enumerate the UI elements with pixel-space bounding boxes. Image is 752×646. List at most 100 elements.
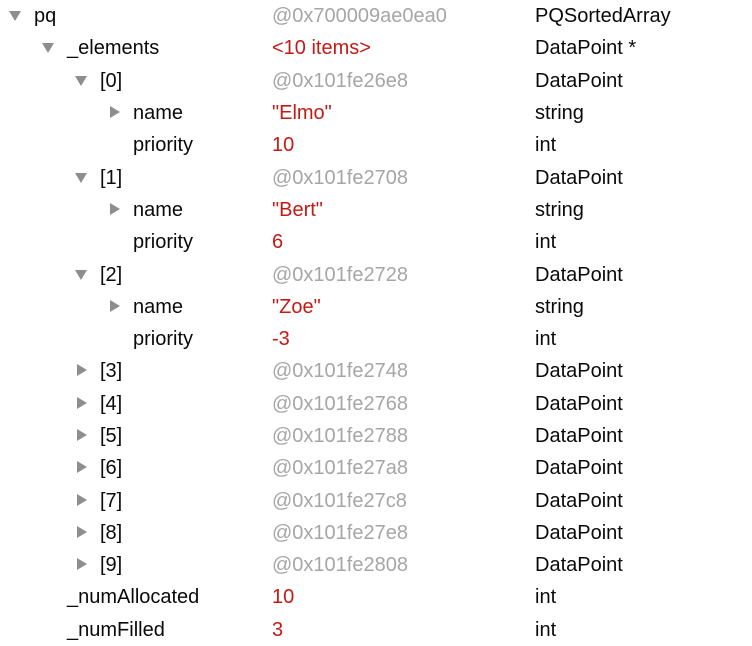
variable-row[interactable]: [2] @0x101fe2728 DataPoint	[0, 258, 752, 290]
variable-type: string	[535, 102, 584, 125]
disclosure-collapsed-icon[interactable]	[108, 300, 122, 314]
variable-row[interactable]: name "Elmo" string	[0, 97, 752, 129]
variable-name: priority	[133, 328, 194, 351]
disclosure-collapsed-icon[interactable]	[75, 429, 89, 443]
disclosure-expanded-icon[interactable]	[75, 268, 89, 282]
variable-name: priority	[133, 231, 194, 254]
variable-name: [6]	[100, 457, 123, 480]
variable-value: @0x101fe27e8	[272, 521, 408, 544]
variable-row[interactable]: [7] @0x101fe27c8 DataPoint	[0, 484, 752, 516]
variable-name: [4]	[100, 392, 123, 415]
variable-name: [1]	[100, 166, 123, 189]
variable-row[interactable]: [1] @0x101fe2708 DataPoint	[0, 161, 752, 193]
variable-type: DataPoint	[535, 69, 623, 92]
variable-type: DataPoint	[535, 521, 623, 544]
disclosure-collapsed-icon[interactable]	[75, 494, 89, 508]
variable-row[interactable]: _elements <10 items> DataPoint *	[0, 32, 752, 64]
variable-name: _numAllocated	[67, 586, 200, 609]
variable-row[interactable]: priority -3 int	[0, 323, 752, 355]
variable-name: [9]	[100, 554, 123, 577]
variable-type: DataPoint	[535, 360, 623, 383]
variable-value: 3	[272, 618, 284, 641]
variable-value: @0x101fe2768	[272, 392, 408, 415]
variable-value: @0x101fe27c8	[272, 489, 407, 512]
variable-name: [5]	[100, 425, 123, 447]
variable-row[interactable]: _numAllocated 10 int	[0, 581, 752, 613]
variable-value: @0x101fe2748	[272, 360, 408, 383]
variable-name: [8]	[100, 521, 123, 544]
disclosure-expanded-icon[interactable]	[75, 74, 89, 88]
variable-type: DataPoint *	[535, 37, 637, 60]
variable-value: 10	[272, 134, 295, 157]
variable-type: int	[535, 231, 557, 254]
variable-type: PQSortedArray	[535, 5, 671, 28]
disclosure-placeholder	[108, 235, 122, 249]
variable-row[interactable]: priority 10 int	[0, 129, 752, 161]
disclosure-collapsed-icon[interactable]	[108, 203, 122, 217]
variable-row[interactable]: priority 6 int	[0, 226, 752, 258]
variable-value: @0x101fe2708	[272, 166, 408, 189]
variable-name: [2]	[100, 263, 123, 286]
disclosure-placeholder	[42, 590, 56, 604]
variable-row[interactable]: [8] @0x101fe27e8 DataPoint	[0, 517, 752, 549]
variable-value: <10 items>	[272, 37, 371, 60]
disclosure-collapsed-icon[interactable]	[75, 526, 89, 540]
variable-name: _elements	[67, 37, 160, 60]
variable-value: "Elmo"	[272, 102, 332, 125]
variable-row[interactable]: name "Zoe" string	[0, 291, 752, 323]
disclosure-collapsed-icon[interactable]	[75, 461, 89, 475]
variable-value: @0x101fe2808	[272, 554, 408, 577]
variable-value: @0x700009ae0ea0	[272, 5, 447, 28]
disclosure-placeholder	[108, 138, 122, 152]
variable-row[interactable]: [5] @0x101fe2788 DataPoint	[0, 420, 752, 452]
variable-row[interactable]: name "Bert" string	[0, 194, 752, 226]
variable-value: -3	[272, 328, 290, 351]
variable-type: DataPoint	[535, 263, 623, 286]
variable-type: string	[535, 198, 584, 221]
variable-row[interactable]: [9] @0x101fe2808 DataPoint	[0, 549, 752, 581]
variable-type: string	[535, 295, 584, 318]
variable-name: _numFilled	[67, 618, 165, 641]
variable-name: name	[133, 102, 184, 125]
variable-value: @0x101fe2788	[272, 425, 408, 447]
variable-row[interactable]: [4] @0x101fe2768 DataPoint	[0, 388, 752, 420]
variable-name: priority	[133, 134, 194, 157]
disclosure-expanded-icon[interactable]	[42, 41, 56, 55]
disclosure-placeholder	[108, 332, 122, 346]
variable-type: int	[535, 134, 557, 157]
variable-type: DataPoint	[535, 457, 623, 480]
variable-type: DataPoint	[535, 554, 623, 577]
variable-row[interactable]: [0] @0x101fe26e8 DataPoint	[0, 65, 752, 97]
disclosure-expanded-icon[interactable]	[75, 171, 89, 185]
variable-row[interactable]: [3] @0x101fe2748 DataPoint	[0, 355, 752, 387]
variable-row[interactable]: [6] @0x101fe27a8 DataPoint	[0, 452, 752, 484]
disclosure-expanded-icon[interactable]	[9, 9, 23, 23]
variable-value: 6	[272, 231, 284, 254]
variable-value: @0x101fe27a8	[272, 457, 408, 480]
variable-type: int	[535, 586, 557, 609]
variable-row[interactable]: _numFilled 3 int	[0, 614, 752, 646]
variable-name: [3]	[100, 360, 123, 383]
variable-type: DataPoint	[535, 392, 623, 415]
disclosure-placeholder	[42, 623, 56, 637]
variable-type: int	[535, 618, 557, 641]
disclosure-collapsed-icon[interactable]	[108, 106, 122, 120]
variable-name: [7]	[100, 489, 123, 512]
variable-type: int	[535, 328, 557, 351]
variable-value: "Zoe"	[272, 295, 321, 318]
disclosure-collapsed-icon[interactable]	[75, 397, 89, 411]
disclosure-collapsed-icon[interactable]	[75, 364, 89, 378]
variable-type: DataPoint	[535, 166, 623, 189]
variable-value: @0x101fe2728	[272, 263, 408, 286]
variable-type: DataPoint	[535, 425, 623, 447]
variable-name: name	[133, 198, 184, 221]
disclosure-collapsed-icon[interactable]	[75, 558, 89, 572]
variable-value: @0x101fe26e8	[272, 69, 408, 92]
variable-value: 10	[272, 586, 295, 609]
variable-row[interactable]: pq @0x700009ae0ea0 PQSortedArray	[0, 0, 752, 32]
variable-value: "Bert"	[272, 198, 323, 221]
variable-name: name	[133, 295, 184, 318]
variable-name: pq	[34, 5, 57, 28]
variable-name: [0]	[100, 69, 123, 92]
